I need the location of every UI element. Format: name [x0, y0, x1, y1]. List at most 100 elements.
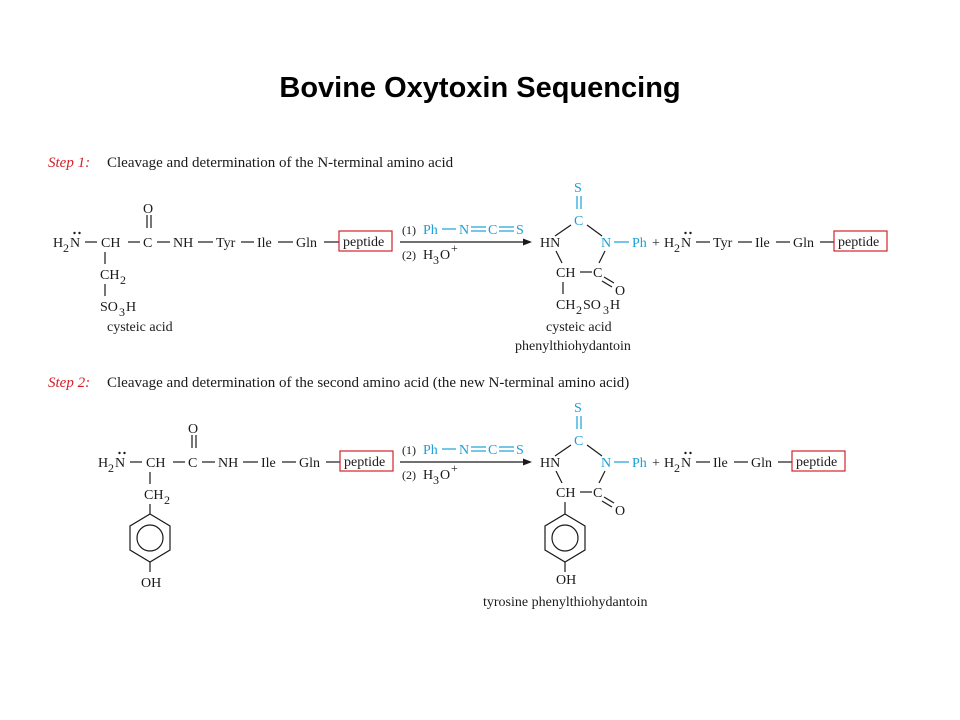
ring-n: N: [601, 456, 611, 471]
amine-sub: 2: [674, 461, 680, 475]
amine-h: H: [664, 456, 674, 471]
ring-bond: [555, 470, 563, 484]
ring-ch: CH: [556, 486, 575, 501]
reagent-2-sub: 3: [433, 253, 439, 267]
arrow-head: [523, 458, 532, 466]
step2-reactant: H 2 N CH C O NH Ile Gln peptide CH 2: [98, 422, 394, 591]
reagent-2-sub: 3: [433, 473, 439, 487]
reagent-2-o: O: [440, 248, 450, 263]
aromatic-circle: [551, 524, 579, 552]
benzene-ring: [129, 513, 171, 563]
residue-tyr: Tyr: [713, 236, 733, 251]
step1-remaining: + H 2 N Tyr Ile Gln peptide: [652, 230, 888, 255]
residue-gln: Gln: [793, 236, 814, 251]
lone-pair-dot: [78, 231, 81, 235]
reagent-2-sup: +: [451, 461, 458, 475]
residue-ile: Ile: [713, 456, 728, 471]
side-so-sub: 3: [119, 305, 125, 319]
side-so-h: H: [126, 300, 136, 315]
double-bond: [601, 280, 613, 288]
ring-c2: C: [593, 486, 602, 501]
peptide-label: peptide: [343, 235, 384, 250]
carbonyl-o: O: [143, 202, 153, 217]
reagent-1-num: (1): [402, 443, 416, 457]
step2-reagents: (1) Ph N C S (2) H 3 O +: [400, 443, 532, 487]
reagent-n: N: [459, 443, 469, 458]
reagent-n: N: [459, 223, 469, 238]
ring-bond: [554, 224, 572, 237]
lone-pair-dot: [689, 231, 692, 235]
ring-hn: HN: [540, 236, 560, 251]
residue-ile: Ile: [257, 236, 272, 251]
step2-label: Step 2:: [48, 375, 90, 391]
reagent-ph: Ph: [423, 223, 438, 238]
reagent-2-sup: +: [451, 241, 458, 255]
lone-pair-dot: [118, 451, 121, 455]
side-ch: CH: [100, 268, 119, 283]
thio-s: S: [574, 181, 582, 196]
ring-bond: [554, 444, 572, 457]
step1-label: Step 1:: [48, 155, 90, 171]
product-caption-1: cysteic acid: [546, 320, 612, 335]
step1-reactant: H 2 N CH C O NH Tyr Ile Gln peptide: [53, 202, 393, 335]
side-so: SO: [100, 300, 118, 315]
plus-sign: +: [652, 236, 660, 251]
lone-pair-dot: [684, 231, 687, 235]
ring-o: O: [615, 284, 625, 299]
step1-reagents: (1) Ph N C S (2) H 3 O +: [400, 223, 532, 267]
product-caption-2: phenylthiohydantoin: [515, 339, 631, 354]
ring-ch: CH: [556, 266, 575, 281]
reagent-2-num: (2): [402, 248, 416, 262]
ring-n: N: [601, 236, 611, 251]
ring-o: O: [615, 504, 625, 519]
amino-sub: 2: [63, 241, 69, 255]
reagent-1-num: (1): [402, 223, 416, 237]
reactant-caption: cysteic acid: [107, 320, 173, 335]
ring-hn: HN: [540, 456, 560, 471]
amino-n: N: [115, 456, 125, 471]
aromatic-circle: [136, 524, 164, 552]
residue-gln: Gln: [299, 456, 320, 471]
residue-ile: Ile: [261, 456, 276, 471]
peptide-label: peptide: [838, 235, 879, 250]
side-sub2: 3: [603, 303, 609, 317]
carbonyl-c: C: [143, 236, 152, 251]
reagent-2-num: (2): [402, 468, 416, 482]
amide-nh: NH: [173, 236, 193, 251]
step1-description: Cleavage and determination of the N-term…: [107, 155, 454, 171]
carbonyl-o: O: [188, 422, 198, 437]
residue-tyr: Tyr: [216, 236, 236, 251]
hydroxyl: OH: [141, 576, 161, 591]
residue-gln: Gln: [751, 456, 772, 471]
lone-pair-dot: [689, 451, 692, 455]
ring-bond: [586, 224, 603, 237]
ring-c: C: [574, 434, 583, 449]
carbonyl-c: C: [188, 456, 197, 471]
double-bond: [601, 500, 613, 508]
ring-c: C: [574, 214, 583, 229]
amine-n: N: [681, 236, 691, 251]
side-ch-sub: 2: [120, 273, 126, 287]
amino-h: H: [53, 236, 63, 251]
thio-s: S: [574, 401, 582, 416]
peptide-box: [833, 230, 888, 252]
amino-n: N: [70, 236, 80, 251]
ring-ph: Ph: [632, 456, 647, 471]
peptide-box: [338, 230, 393, 252]
residue-ile: Ile: [755, 236, 770, 251]
amino-h: H: [98, 456, 108, 471]
peptide-label: peptide: [796, 455, 837, 470]
lone-pair-dot: [684, 451, 687, 455]
amino-sub: 2: [108, 461, 114, 475]
step2-product: S C HN N Ph CH C O OH tyrosine phenylthi…: [483, 401, 647, 610]
ring-bond: [598, 470, 606, 484]
amine-n: N: [681, 456, 691, 471]
reagent-c: C: [488, 443, 497, 458]
reagent-s: S: [516, 223, 524, 238]
arrow-head: [523, 238, 532, 246]
reagent-2-h: H: [423, 468, 433, 483]
ring-bond: [586, 444, 603, 457]
step2-remaining: + H 2 N Ile Gln peptide: [652, 450, 846, 475]
hydroxyl: OH: [556, 573, 576, 588]
